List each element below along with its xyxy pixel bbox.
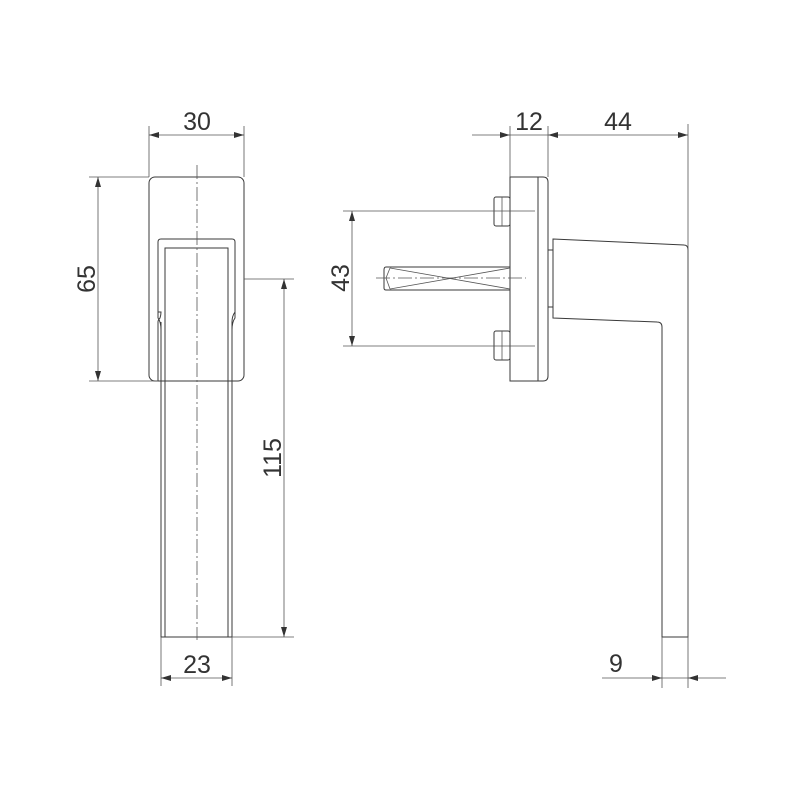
dim-44-label: 44 [604,108,632,136]
spindle [383,266,510,291]
front-handle-outer [157,238,236,638]
front-handle-left-edge [157,242,162,637]
front-view: 30 65 115 23 [73,108,294,686]
dim-115-label: 115 [259,438,287,478]
front-rosette [148,176,245,382]
dim-43-label: 43 [327,264,355,292]
front-handle-inner [164,247,229,637]
dim-30-label: 30 [183,108,211,136]
side-view: 43 12 44 9 [327,108,726,688]
dim-23-label: 23 [183,651,211,679]
dim-12-label: 12 [515,108,543,136]
side-rosette [509,176,549,382]
front-handle-right-edge [231,242,236,331]
dim-65-label: 65 [73,265,101,293]
side-handle [552,238,689,638]
dim-9-label: 9 [609,650,623,678]
